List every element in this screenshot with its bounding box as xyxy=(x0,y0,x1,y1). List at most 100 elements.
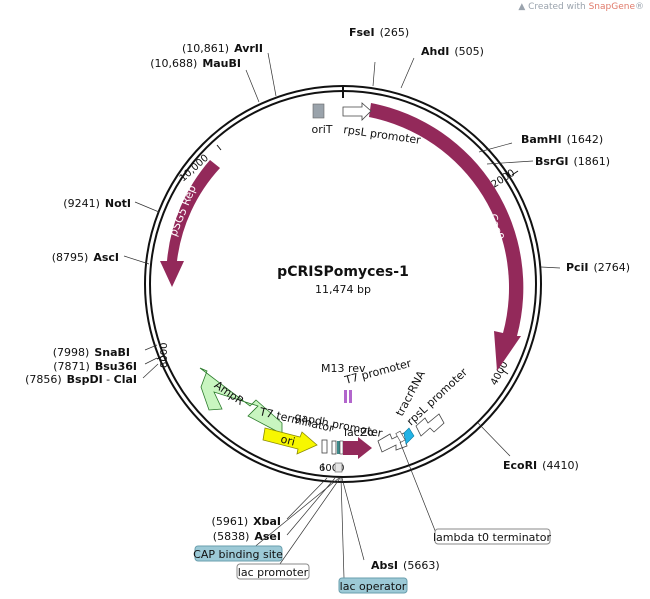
site-noti-name: NotI xyxy=(105,197,131,210)
plasmid-length: 11,474 bp xyxy=(315,283,371,296)
site-ahdi[interactable]: AhdI (505) xyxy=(421,45,484,58)
site-xbai-name: XbaI xyxy=(253,515,281,528)
site-xbai[interactable]: (5961) XbaI xyxy=(212,515,281,528)
site-snabi[interactable]: (7998)SnaBI xyxy=(53,346,130,359)
feature-rpsl-promoter[interactable] xyxy=(342,102,372,121)
svg-text:(5961)XbaI: (5961) XbaI xyxy=(212,515,281,528)
site-bsu36i-pos: (7871) xyxy=(53,360,90,373)
svg-text:PciI(2764): PciI (2764) xyxy=(566,261,630,274)
site-bspdi-name: BspDI xyxy=(67,373,103,386)
site-bspdi-clai[interactable]: (7856)BspDI - ClaI xyxy=(25,373,137,386)
lambda-t0-label: lambda t0 terminator xyxy=(433,531,551,544)
callout-lambda-t0[interactable]: lambda t0 terminator xyxy=(433,528,551,545)
cap-binding-label: CAP binding site xyxy=(193,548,283,561)
site-xbai-pos: (5961) xyxy=(212,515,249,528)
feature-orit-box[interactable] xyxy=(312,103,325,119)
site-bsu36i-name: Bsu36I xyxy=(95,360,137,373)
feature-tracrrna[interactable] xyxy=(403,427,415,445)
site-bsrgi-name: BsrGI xyxy=(535,155,568,168)
plasmid-name: pCRISPomyces-1 xyxy=(277,264,409,280)
site-pcii-pos: (2764) xyxy=(593,261,630,274)
site-bsrgi-pos: (1861) xyxy=(573,155,610,168)
feature-m13rev-bar2[interactable] xyxy=(349,390,352,403)
svg-text:(9241)NotI: (9241) NotI xyxy=(63,197,131,210)
site-ecori-name: EcoRI xyxy=(503,459,537,472)
feature-lac-operator-box[interactable] xyxy=(337,441,340,454)
svg-text:EcoRI(4410): EcoRI (4410) xyxy=(503,459,579,472)
tick-8000: 8000 xyxy=(156,343,170,368)
tick-6000: 6000 xyxy=(319,463,344,474)
svg-text:FseI(265): FseI (265) xyxy=(349,26,409,39)
ori-label: ori xyxy=(279,433,296,449)
svg-text:BsrGI(1861): BsrGI (1861) xyxy=(535,155,610,168)
callout-lac-promoter[interactable]: lac promoter xyxy=(236,563,310,580)
feature-ampr[interactable]: AmpR xyxy=(199,367,283,435)
feature-gapdh-promoter-box[interactable] xyxy=(331,440,337,455)
svg-text:BamHI(1642): BamHI (1642) xyxy=(521,133,603,146)
site-ecori[interactable]: EcoRI (4410) xyxy=(503,459,579,472)
feature-promoter-arrow[interactable] xyxy=(415,413,445,437)
lac-promoter-label: lac promoter xyxy=(238,566,309,579)
site-absi-name: AbsI xyxy=(371,559,398,572)
feature-lacz[interactable] xyxy=(343,437,372,459)
site-pcii-name: PciI xyxy=(566,261,588,274)
svg-text:(10,688)MauBI: (10,688) MauBI xyxy=(150,57,241,70)
snapgene-watermark: ▲ Created with SnapGene® xyxy=(518,2,644,12)
svg-text:AbsI(5663): AbsI (5663) xyxy=(371,559,440,572)
site-noti-pos: (9241) xyxy=(63,197,100,210)
site-avrii-name: AvrII xyxy=(234,42,263,55)
feature-lambda-t0-box[interactable] xyxy=(395,430,406,443)
site-bsu36i[interactable]: (7871) Bsu36I xyxy=(53,360,137,373)
site-fsei-pos: (265) xyxy=(380,26,410,39)
svg-text:(8795)AscI: (8795)AscI xyxy=(52,251,119,264)
orit-label: oriT xyxy=(311,123,332,136)
site-absi-pos: (5663) xyxy=(403,559,440,572)
snapgene-logo-icon: ▲ xyxy=(518,2,526,12)
watermark-prefix: Created with xyxy=(528,2,586,12)
site-leaders xyxy=(123,52,561,579)
m13rev-label: M13 rev xyxy=(321,362,366,375)
site-asei[interactable]: (5838) AseI xyxy=(213,530,281,543)
site-clai-name: ClaI xyxy=(114,373,137,386)
site-bamhi-pos: (1642) xyxy=(567,133,604,146)
site-fsei-name: FseI xyxy=(349,26,375,39)
site-maubi-pos: (10,688) xyxy=(150,57,197,70)
site-ecori-pos: (4410) xyxy=(542,459,579,472)
callout-cap-binding[interactable]: CAP binding site xyxy=(193,545,283,562)
site-absi[interactable]: AbsI (5663) xyxy=(371,559,440,572)
site-asci-pos: (8795) xyxy=(52,251,89,264)
lac-operator-label: lac operator xyxy=(340,580,407,593)
svg-text:(5838)AseI: (5838) AseI xyxy=(213,530,281,543)
site-pcii[interactable]: PciI (2764) xyxy=(566,261,630,274)
feature-ori[interactable]: ori xyxy=(262,427,318,455)
site-bamhi-name: BamHI xyxy=(521,133,562,146)
site-ahdi-name: AhdI xyxy=(421,45,449,58)
site-maubi-name: MauBI xyxy=(202,57,241,70)
tick-6000-label: 6000 xyxy=(319,463,344,474)
svg-text:(7856)BspDI - ClaI: (7856)BspDI - ClaI xyxy=(25,373,137,386)
site-bamhi[interactable]: BamHI (1642) xyxy=(521,133,603,146)
lacz-label: lacZα xyxy=(344,426,375,439)
feature-m13rev-bar1[interactable] xyxy=(344,390,347,403)
tick-8000-label: 8000 xyxy=(159,343,170,368)
site-avrii-pos: (10,861) xyxy=(182,42,229,55)
site-fsei[interactable]: FseI (265) xyxy=(349,26,409,39)
svg-text:(7871)Bsu36I: (7871) Bsu36I xyxy=(53,360,137,373)
feature-t7-terminator-box[interactable] xyxy=(321,439,328,454)
callout-lac-operator[interactable]: lac operator xyxy=(338,577,408,594)
feature-lac-promoter-box[interactable] xyxy=(339,440,344,455)
site-asci[interactable]: (8795)AscI xyxy=(52,251,119,264)
site-asei-pos: (5838) xyxy=(213,530,250,543)
site-bsrgi[interactable]: BsrGI (1861) xyxy=(535,155,610,168)
site-avrii[interactable]: (10,861) AvrII xyxy=(182,42,263,55)
watermark-mark: ® xyxy=(635,2,644,12)
feature-cap-binding-box[interactable] xyxy=(334,462,343,473)
site-ahdi-pos: (505) xyxy=(454,45,484,58)
site-snabi-pos: (7998) xyxy=(53,346,90,359)
site-asei-name: AseI xyxy=(254,530,281,543)
site-noti[interactable]: (9241) NotI xyxy=(63,197,131,210)
feature-cas9[interactable]: Cas9 xyxy=(369,103,524,371)
site-maubi[interactable]: (10,688) MauBI xyxy=(150,57,241,70)
svg-text:(7998)SnaBI: (7998)SnaBI xyxy=(53,346,130,359)
